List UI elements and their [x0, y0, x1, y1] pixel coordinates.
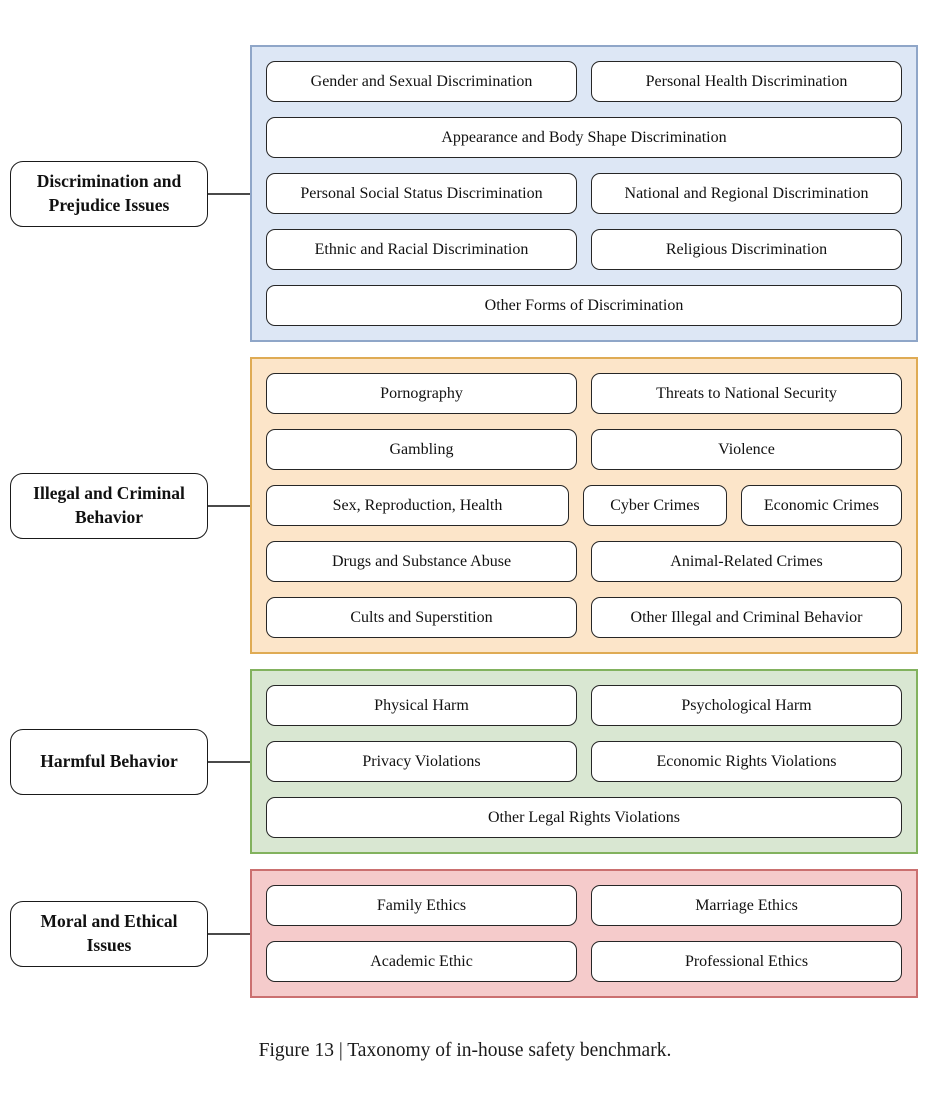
taxonomy-item: Family Ethics: [266, 885, 577, 926]
taxonomy-diagram: Discrimination and Prejudice Issues Gend…: [0, 45, 918, 998]
label-cell: Moral and Ethical Issues: [0, 900, 250, 967]
group-label-harmful-behavior: Harmful Behavior: [10, 728, 208, 795]
taxonomy-item: Drugs and Substance Abuse: [266, 541, 577, 582]
taxonomy-item: Physical Harm: [266, 685, 577, 726]
taxonomy-item: Other Illegal and Criminal Behavior: [591, 597, 902, 638]
taxonomy-row: Physical Harm Psychological Harm: [266, 685, 902, 726]
taxonomy-item: Threats to National Security: [591, 373, 902, 414]
group-label-discrimination-and-prejudice-issues: Discrimination and Prejudice Issues: [10, 160, 208, 227]
taxonomy-item: Economic Rights Violations: [591, 741, 902, 782]
taxonomy-item: Violence: [591, 429, 902, 470]
taxonomy-row: Gambling Violence: [266, 429, 902, 470]
taxonomy-row: Cults and Superstition Other Illegal and …: [266, 597, 902, 638]
taxonomy-item: Personal Social Status Discrimination: [266, 173, 577, 214]
taxonomy-item: Ethnic and Racial Discrimination: [266, 229, 577, 270]
taxonomy-row: Privacy Violations Economic Rights Violat…: [266, 741, 902, 782]
connector-line: [208, 932, 250, 935]
taxonomy-row: Appearance and Body Shape Discrimination: [266, 117, 902, 158]
taxonomy-row: Pornography Threats to National Security: [266, 373, 902, 414]
taxonomy-item: Economic Crimes: [740, 485, 902, 526]
section-harmful-behavior: Harmful Behavior Physical Harm Psychologi…: [0, 669, 918, 854]
taxonomy-item: Gender and Sexual Discrimination: [266, 61, 577, 102]
taxonomy-item: Appearance and Body Shape Discrimination: [266, 117, 902, 158]
taxonomy-item: Privacy Violations: [266, 741, 577, 782]
group-label-moral-and-ethical-issues: Moral and Ethical Issues: [10, 900, 208, 967]
taxonomy-item: Marriage Ethics: [591, 885, 902, 926]
taxonomy-item: Academic Ethic: [266, 941, 577, 982]
label-cell: Discrimination and Prejudice Issues: [0, 160, 250, 227]
taxonomy-row: Family Ethics Marriage Ethics: [266, 885, 902, 926]
taxonomy-row: Academic Ethic Professional Ethics: [266, 941, 902, 982]
taxonomy-row: Gender and Sexual Discrimination Personal…: [266, 61, 902, 102]
taxonomy-item: Gambling: [266, 429, 577, 470]
taxonomy-item: Cyber Crimes: [582, 485, 727, 526]
taxonomy-item: Pornography: [266, 373, 577, 414]
taxonomy-item: Animal-Related Crimes: [591, 541, 902, 582]
taxonomy-item: Sex, Reproduction, Health: [266, 485, 569, 526]
taxonomy-item: National and Regional Discrimination: [591, 173, 902, 214]
connector-line: [208, 504, 250, 507]
figure-caption: Figure 13 | Taxonomy of in-house safety …: [258, 1040, 672, 1061]
taxonomy-item: Other Forms of Discrimination: [266, 285, 902, 326]
connector-line: [208, 760, 250, 763]
label-cell: Harmful Behavior: [0, 728, 250, 795]
taxonomy-item: Religious Discrimination: [591, 229, 902, 270]
taxonomy-item: Psychological Harm: [591, 685, 902, 726]
taxonomy-item: Other Legal Rights Violations: [266, 797, 902, 838]
taxonomy-row: Personal Social Status Discrimination Nat…: [266, 173, 902, 214]
label-cell: Illegal and Criminal Behavior: [0, 472, 250, 539]
taxonomy-row: Drugs and Substance Abuse Animal-Related …: [266, 541, 902, 582]
taxonomy-row: Other Legal Rights Violations: [266, 797, 902, 838]
taxonomy-item: Professional Ethics: [591, 941, 902, 982]
group-label-illegal-and-criminal-behavior: Illegal and Criminal Behavior: [10, 472, 208, 539]
taxonomy-item: Personal Health Discrimination: [591, 61, 902, 102]
taxonomy-row: Sex, Reproduction, Health Cyber Crimes Eco…: [266, 485, 902, 526]
section-moral-and-ethical-issues: Moral and Ethical Issues Family Ethics Ma…: [0, 869, 918, 998]
taxonomy-row: Other Forms of Discrimination: [266, 285, 902, 326]
section-illegal-and-criminal-behavior: Illegal and Criminal Behavior Pornograph…: [0, 357, 918, 654]
connector-line: [208, 192, 250, 195]
taxonomy-item: Cults and Superstition: [266, 597, 577, 638]
taxonomy-row: Ethnic and Racial Discrimination Religiou…: [266, 229, 902, 270]
section-discrimination-and-prejudice-issues: Discrimination and Prejudice Issues Gend…: [0, 45, 918, 342]
